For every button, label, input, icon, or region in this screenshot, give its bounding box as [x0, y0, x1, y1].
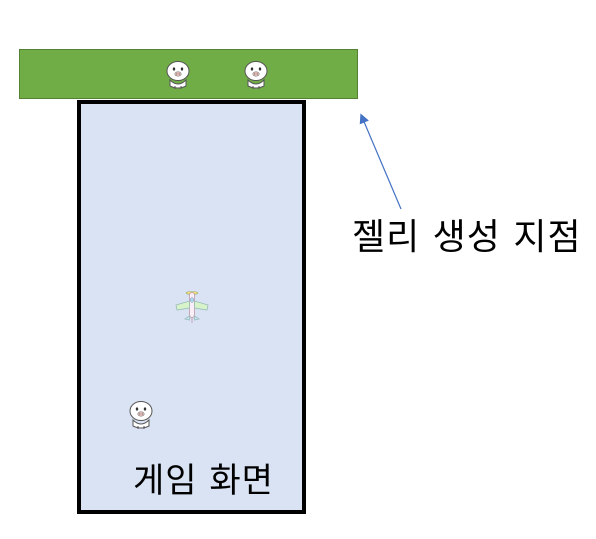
jelly-icon	[129, 401, 153, 429]
spawn-point-label: 젤리 생성 지점	[352, 217, 582, 258]
game-screen-label: 게임 화면	[133, 461, 274, 501]
jelly-icon	[244, 61, 268, 89]
airplane-icon	[175, 291, 209, 323]
jelly-icon	[166, 61, 190, 89]
